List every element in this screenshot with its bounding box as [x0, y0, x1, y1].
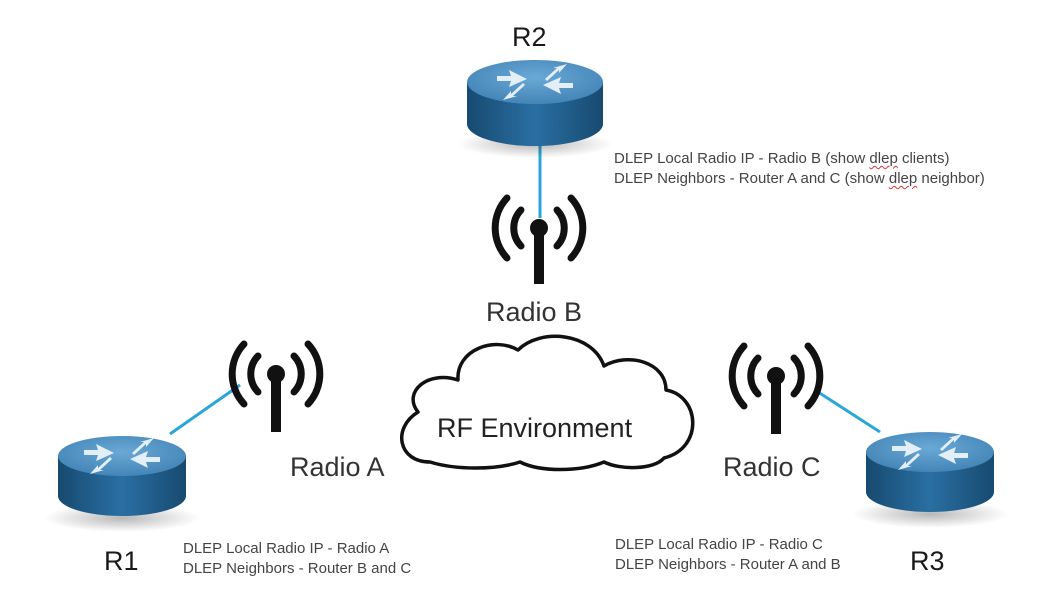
- radio-a-antenna-icon: [228, 340, 324, 432]
- router-r2-icon: [457, 60, 613, 158]
- radio-b-label: Radio B: [486, 297, 583, 327]
- radio-c-antenna-icon: [728, 342, 824, 434]
- radio-a-label: Radio A: [290, 452, 385, 482]
- r3-note-neighbors: DLEP Neighbors - Router A and B: [615, 556, 841, 573]
- r3-note-local-radio: DLEP Local Radio IP - Radio C: [615, 536, 823, 553]
- r2-note-neighbors: DLEP Neighbors - Router A and C (show dl…: [614, 170, 985, 187]
- radio-b-antenna-icon: [491, 194, 587, 284]
- router-r2-label: R2: [512, 22, 547, 52]
- router-r1-icon: [44, 436, 200, 532]
- radio-c-label: Radio C: [723, 452, 821, 482]
- rf-cloud-icon: [400, 334, 695, 472]
- r1-note-local-radio: DLEP Local Radio IP - Radio A: [183, 540, 390, 557]
- router-r3-label: R3: [910, 546, 945, 576]
- r1-notes: DLEP Local Radio IP - Radio A DLEP Neigh…: [183, 539, 411, 579]
- r3-notes: DLEP Local Radio IP - Radio C DLEP Neigh…: [615, 535, 841, 575]
- rf-environment-label: RF Environment: [437, 413, 633, 443]
- r1-note-neighbors: DLEP Neighbors - Router B and C: [183, 560, 412, 577]
- link-r1-radio-a: [169, 383, 241, 436]
- link-r3-radio-c: [817, 390, 881, 434]
- router-r3-icon: [852, 432, 1008, 528]
- r2-note-local-radio: DLEP Local Radio IP - Radio B (show dlep…: [614, 150, 950, 167]
- router-r1-label: R1: [104, 546, 139, 576]
- r2-notes: DLEP Local Radio IP - Radio B (show dlep…: [614, 149, 985, 189]
